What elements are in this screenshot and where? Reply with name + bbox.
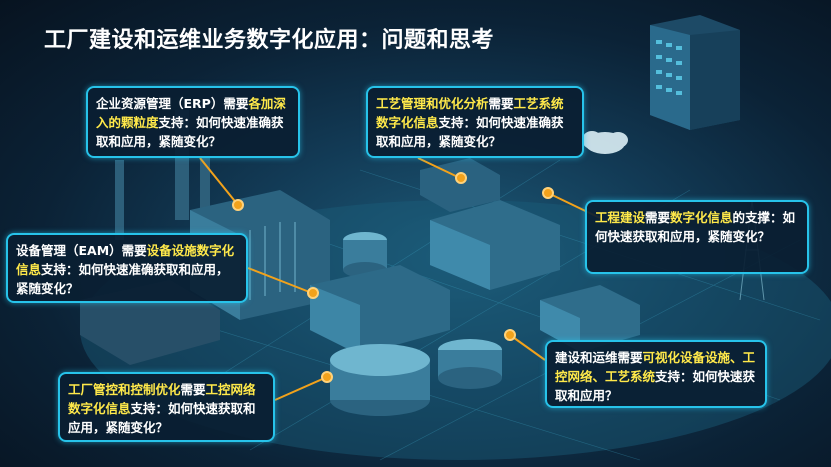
card-text: 支持：如何快速准确获取和应用，紧随变化？: [16, 262, 229, 296]
card-text: 支持：如何快速准确获取和应用，紧随变化？: [96, 115, 284, 149]
card-erp: 企业资源管理（ERP）需要各加深入的颗粒度支持：如何快速准确获取和应用，紧随变化…: [86, 86, 300, 158]
connector-dot: [542, 187, 554, 199]
dome-tank: [330, 344, 430, 416]
card-highlight: 工艺管理和优化分析: [376, 96, 489, 111]
card-text: 需要: [645, 210, 671, 225]
page-title: 工厂建设和运维业务数字化应用：问题和思考: [44, 28, 495, 53]
card-text: 企业资源管理（ERP）需要: [96, 96, 249, 111]
cloud-icon: [582, 131, 628, 154]
card-text: 的支撑：如何快速获取和应用，紧随变化？: [595, 210, 796, 244]
card-text: 支持：如何快速准确获取和应用，紧随变化？: [376, 115, 564, 149]
card-highlight: 工艺系统数字化信息: [376, 96, 564, 130]
card-text: 设备管理（EAM）需要: [16, 243, 147, 258]
card-text: 需要: [488, 96, 514, 111]
card-text: 需要: [180, 382, 206, 397]
card-engineering: 工程建设需要数字化信息的支撑：如何快速获取和应用，紧随变化？: [585, 200, 809, 274]
card-highlight: 各加深入的颗粒度: [96, 96, 286, 130]
connector-dot: [504, 329, 516, 341]
card-highlight: 工控网络数字化信息: [68, 382, 256, 416]
card-text: 建设和运维需要: [555, 350, 643, 365]
card-highlight: 可视化设备设施、工控网络、工艺系统: [555, 350, 756, 384]
card-ics: 工厂管控和控制优化需要工控网络数字化信息支持：如何快速获取和应用，紧随变化？: [58, 372, 275, 442]
card-highlight: 设备设施数字化信息: [16, 243, 235, 277]
card-process: 工艺管理和优化分析需要工艺系统数字化信息支持：如何快速准确获取和应用，紧随变化？: [366, 86, 584, 158]
connector-dot: [232, 199, 244, 211]
card-eam: 设备管理（EAM）需要设备设施数字化信息支持：如何快速准确获取和应用，紧随变化？: [6, 233, 248, 303]
connector-dot: [321, 371, 333, 383]
office-tower: [650, 15, 740, 130]
card-highlight: 工厂管控和控制优化: [68, 382, 181, 397]
card-highlight: 工程建设: [595, 210, 646, 225]
connector-dot: [307, 287, 319, 299]
card-text: 支持：如何快速获取和应用？: [555, 369, 756, 403]
card-operations: 建设和运维需要可视化设备设施、工控网络、工艺系统支持：如何快速获取和应用？: [545, 340, 767, 408]
connector-dot: [455, 172, 467, 184]
card-text: 支持：如何快速获取和应用，紧随变化？: [68, 401, 256, 435]
card-highlight: 数字化信息: [670, 210, 733, 225]
